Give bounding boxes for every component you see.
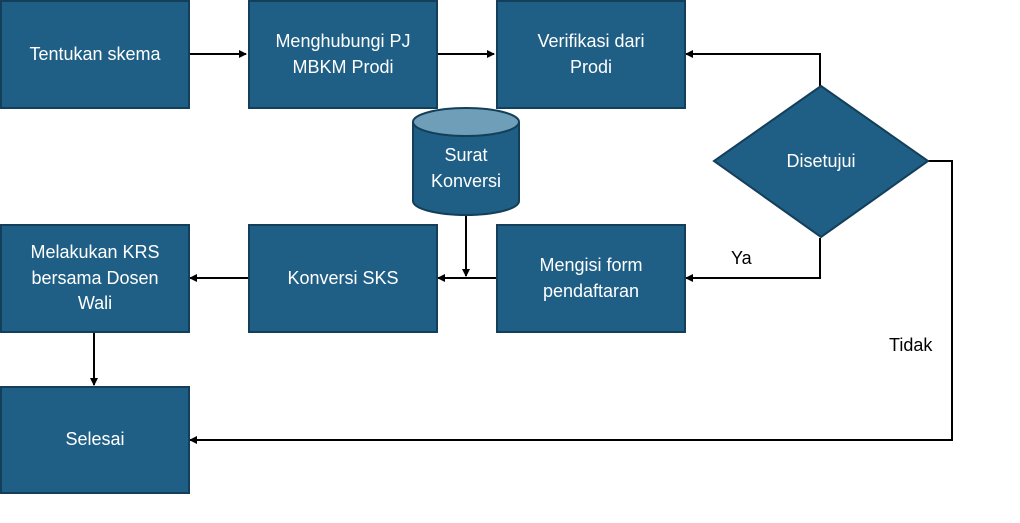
surat-konversi-label: Surat Konversi: [430, 145, 502, 191]
process-tentukan-skema: Tentukan skema: [0, 0, 190, 109]
process-menghubungi-pj: Menghubungi PJ MBKM Prodi: [248, 0, 438, 109]
process-selesai: Selesai: [0, 386, 190, 494]
decision-label: Disetujui: [786, 151, 855, 171]
database-surat-konversi: [412, 107, 520, 216]
process-mengisi-form: Mengisi form pendaftaran: [496, 224, 686, 333]
cylinder-body: [412, 122, 520, 216]
cylinder-top: [412, 107, 520, 137]
decision-disetujui: Disetujui: [712, 84, 930, 239]
process-melakukan-krs: Melakukan KRS bersama Dosen Wali: [0, 224, 190, 333]
process-konversi-sks: Konversi SKS: [248, 224, 438, 333]
edge-label-ya: Ya: [731, 248, 752, 268]
process-verifikasi: Verifikasi dari Prodi: [496, 0, 686, 109]
decision-diamond-shape: [712, 84, 930, 239]
arrow-disetujui-to-selesai: [189, 160, 953, 444]
edge-label-tidak: Tidak: [889, 335, 933, 355]
arrow-disetujui-to-verifikasi: [685, 50, 821, 86]
arrow-disetujui-to-mengisi-form: [685, 238, 821, 282]
